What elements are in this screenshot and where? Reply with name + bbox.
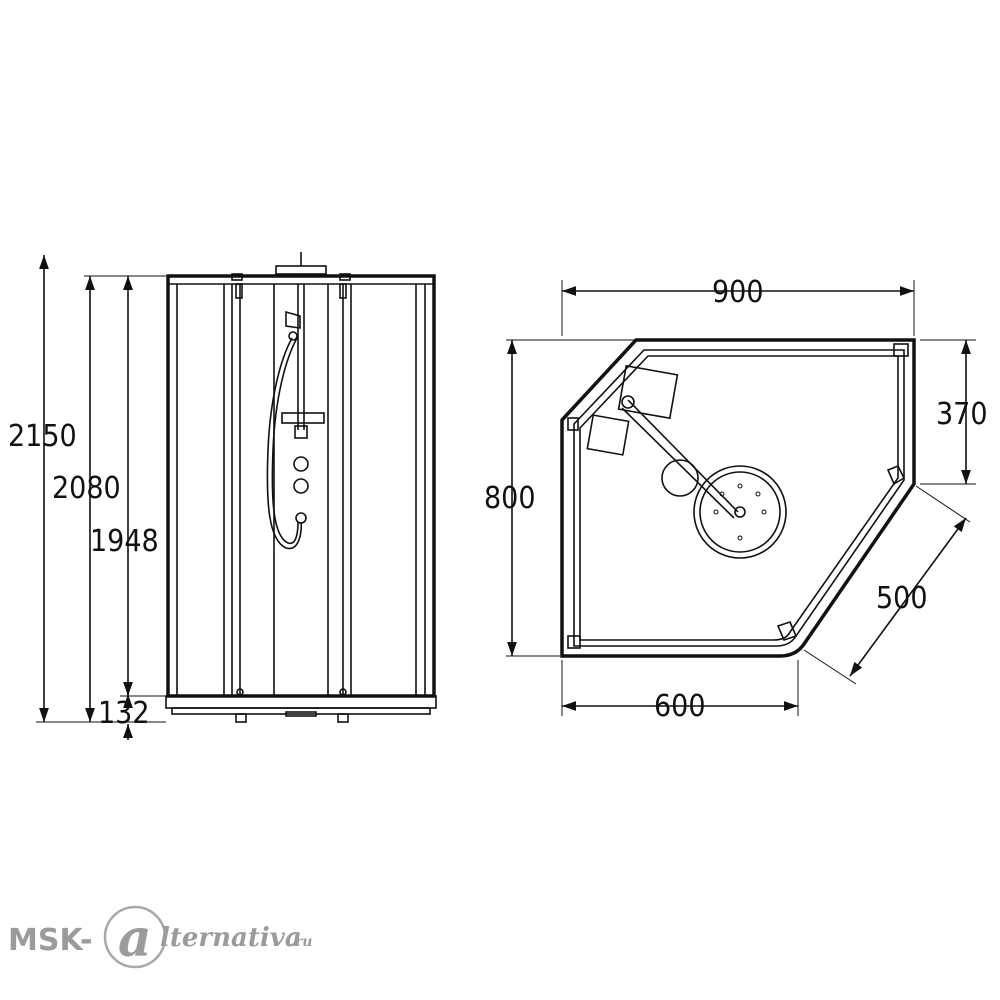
frame-outline [573,349,905,647]
label-door-height: 1948 [90,524,159,559]
door-handle-upper [886,464,906,486]
corner-post-right [893,343,909,357]
label-width: 900 [712,275,764,310]
dim-line-diagonal [849,517,967,677]
inner-outline [579,355,899,641]
left-roller [236,688,244,696]
watermark-script: lternativa [160,923,302,953]
corner-post-bottom [567,635,581,649]
door-handle-lower [776,621,798,641]
wall-panel-fixture [617,364,679,420]
outlet-connector [295,512,307,524]
corner-post-left [567,417,579,431]
at-logo-icon: a [103,905,167,969]
drain-hole-5 [719,491,725,497]
plan-dimension-lines [506,280,976,716]
shower-head-plan [661,459,699,497]
label-diagonal: 500 [876,581,928,616]
hand-shower-holder [285,310,301,329]
left-top-cap [231,273,243,281]
front-view: 2150 2080 1948 132 [8,252,437,740]
ext-line-diag-bottom [803,649,857,685]
tray-outline [560,338,916,658]
shelf [281,412,325,424]
label-side-depth: 370 [936,397,988,432]
drain [285,711,317,717]
cabinet-frame [166,274,436,698]
drain-hole-1 [737,483,743,489]
watermark-tld: .ru [290,934,312,950]
drain-plan [734,506,746,518]
tray-base [171,707,431,715]
shower-cabinet-plan [560,338,916,658]
drain-hole-2 [761,509,767,515]
shower-tray [165,695,437,709]
top-shower-head [275,265,327,275]
right-roller [339,688,347,696]
seat-fixture [586,414,630,456]
rail-joint [621,395,635,409]
label-tray-height: 132 [98,696,150,731]
right-top-bracket [339,283,347,299]
shower-hose [266,337,303,550]
control-knob-1 [293,456,309,472]
drain-hole-3 [737,535,743,541]
watermark: MSK- a lternativa .ru [8,905,312,969]
svg-text:a: a [118,908,152,969]
shower-hose-inner [271,337,299,545]
left-top-bracket [235,283,243,299]
label-total-height: 2150 [8,419,77,454]
rail-arm-2 [621,407,735,519]
tray-basin-inner [699,471,781,553]
drain-hole-4 [713,509,719,515]
mixer-body [294,425,308,439]
tray-foot-right [337,713,349,723]
plan-view: 900 800 370 500 600 [484,275,988,724]
control-knob-2 [293,478,309,494]
shower-cabinet-front [165,252,437,723]
drain-hole-6 [755,491,761,497]
label-frame-height: 2080 [52,471,121,506]
ext-line-diag-top [915,485,971,523]
label-depth: 800 [484,481,536,516]
tray-foot-left [235,713,247,723]
holder-knob [288,331,298,341]
front-dimension-lines [36,255,166,740]
right-top-cap [339,273,351,281]
label-front-width: 600 [654,689,706,724]
watermark-prefix: MSK- [8,923,93,958]
tray-basin [693,465,787,559]
